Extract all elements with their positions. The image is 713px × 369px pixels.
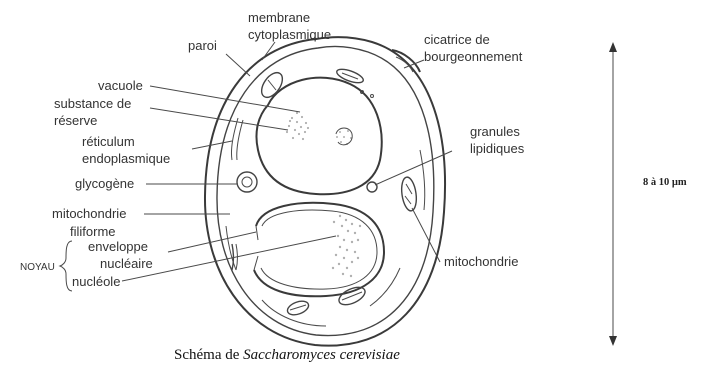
label-glycogene: glycogène — [75, 176, 134, 191]
lipid-granule — [367, 182, 377, 192]
label-paroi: paroi — [188, 38, 217, 53]
label-cicatrice: bourgeonnement — [424, 49, 523, 64]
caption-species: Saccharomyces cerevisiae — [243, 347, 400, 363]
label-membrane: membrane — [248, 10, 310, 25]
label-granules: granules — [470, 124, 520, 139]
reserve-substance — [286, 112, 309, 140]
nucleolus — [332, 215, 361, 277]
label-enveloppe: enveloppe — [88, 239, 148, 254]
label-mito-filiforme: filiforme — [70, 224, 116, 239]
cell-body — [205, 37, 445, 346]
scale-bar: 8 à 10 µm — [609, 42, 687, 346]
label-nucleole: nucléole — [72, 274, 120, 289]
label-mito-filiforme: mitochondrie — [52, 206, 126, 221]
label-substance: réserve — [54, 113, 97, 128]
label-granules: lipidiques — [470, 141, 525, 156]
label-enveloppe: nucléaire — [100, 256, 153, 271]
label-reticulum: réticulum — [82, 134, 135, 149]
glycogen-granule — [237, 172, 257, 192]
filamentous-mitochondrion — [232, 244, 234, 270]
mitochondrion-right — [400, 176, 419, 212]
caption-prefix: Schéma de — [174, 347, 243, 363]
organelles — [226, 67, 425, 326]
noyau-brace — [60, 241, 72, 291]
label-cicatrice: cicatrice de — [424, 32, 490, 47]
label-substance: substance de — [54, 96, 131, 111]
figure-caption: Schéma de Saccharomyces cerevisiae — [174, 347, 400, 363]
scale-label: 8 à 10 µm — [643, 177, 687, 188]
label-noyau: NOYAU — [20, 262, 55, 273]
label-vacuole: vacuole — [98, 78, 143, 93]
vacuole — [256, 78, 381, 195]
label-mitochondrie: mitochondrie — [444, 254, 518, 269]
label-reticulum: endoplasmique — [82, 151, 170, 166]
label-membrane: cytoplasmique — [248, 27, 331, 42]
